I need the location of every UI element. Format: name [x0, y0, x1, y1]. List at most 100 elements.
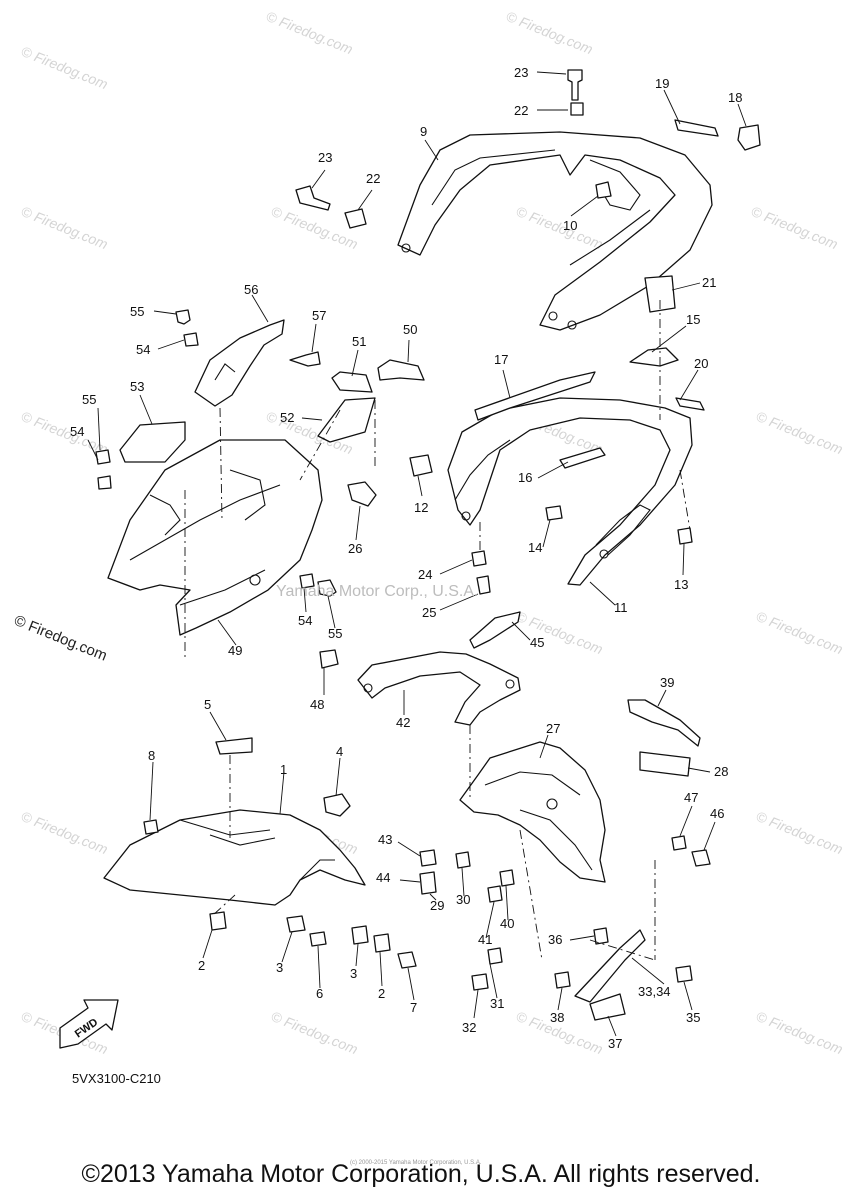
callout-49: 49	[228, 643, 242, 658]
callout-31: 31	[490, 996, 504, 1011]
callout-3: 3	[350, 966, 357, 981]
bolt	[567, 69, 583, 101]
callout-46: 46	[710, 806, 724, 821]
callout-9: 9	[420, 124, 427, 139]
grommet	[409, 454, 433, 477]
plate	[469, 611, 521, 649]
callout-50: 50	[403, 322, 417, 337]
end-cap	[737, 124, 761, 151]
seat-cowl-assembly	[409, 347, 705, 595]
diagram-code: 5VX3100-C210	[72, 1071, 161, 1086]
callout-30: 30	[456, 892, 470, 907]
nut	[593, 927, 609, 945]
callout-17: 17	[494, 352, 508, 367]
callout-42: 42	[396, 715, 410, 730]
callout-19: 19	[655, 76, 669, 91]
inner-fender	[107, 439, 323, 636]
callout-11: 11	[614, 600, 628, 615]
fwd-arrow-icon: FWD	[59, 999, 119, 1049]
callout-18: 18	[728, 90, 742, 105]
screw	[476, 575, 491, 595]
clip	[347, 481, 377, 507]
callout-45: 45	[530, 635, 544, 650]
nut	[419, 849, 437, 867]
watermark: © Firedog.com	[264, 8, 356, 57]
bolt	[289, 351, 321, 367]
bolt	[295, 185, 331, 211]
callout-51: 51	[352, 334, 366, 349]
seat-cowl	[447, 397, 693, 586]
callout-8: 8	[148, 748, 155, 763]
callout-55: 55	[130, 304, 144, 319]
callout-53: 53	[130, 379, 144, 394]
callout-33-34: 33,34	[638, 984, 671, 999]
callout-22: 22	[366, 171, 380, 186]
callout-1: 1	[280, 762, 287, 777]
watermark: © Firedog.com	[754, 1008, 842, 1057]
washer	[499, 869, 515, 887]
washer	[471, 550, 487, 567]
screw	[471, 973, 489, 991]
cover-sheet	[317, 397, 376, 443]
watermark: © Firedog.com	[19, 408, 111, 457]
callout-38: 38	[550, 1010, 564, 1025]
callout-24: 24	[418, 567, 432, 582]
washer	[97, 475, 112, 490]
assembly-lines	[184, 300, 691, 961]
collar	[286, 915, 306, 933]
callout-25: 25	[422, 605, 436, 620]
callout-57: 57	[312, 308, 326, 323]
callout-2: 2	[198, 958, 205, 973]
collar	[570, 102, 584, 116]
screw	[95, 449, 111, 465]
callout-52: 52	[280, 410, 294, 425]
callout-12: 12	[414, 500, 428, 515]
collar	[351, 925, 369, 945]
watermark: © Firedog.com	[754, 608, 842, 657]
grab-bar	[397, 131, 713, 331]
reflector	[639, 751, 691, 777]
bolt	[691, 849, 711, 867]
watermark: © Firedog.com	[269, 1008, 361, 1057]
damper	[674, 119, 719, 137]
label	[215, 737, 253, 755]
seal	[474, 371, 596, 421]
bolt	[319, 649, 339, 669]
callout-23: 23	[318, 150, 332, 165]
screw	[545, 505, 563, 521]
callout-41: 41	[478, 932, 492, 947]
damper	[644, 275, 676, 313]
callout-54: 54	[70, 424, 84, 439]
screw	[677, 527, 693, 545]
grab-bar-assembly	[295, 69, 761, 331]
bracket	[194, 319, 285, 407]
callout-5: 5	[204, 697, 211, 712]
callout-7: 7	[410, 1000, 417, 1015]
callout-37: 37	[608, 1036, 622, 1051]
collar	[344, 208, 367, 229]
license-bracket-assembly	[419, 699, 711, 1021]
callout-16: 16	[518, 470, 532, 485]
plate-holder	[574, 929, 646, 1003]
callout-13: 13	[674, 577, 688, 592]
nut	[595, 181, 612, 199]
watermark: © Firedog.com	[269, 203, 361, 252]
tail-bracket-assembly	[319, 611, 521, 726]
bolt	[419, 871, 437, 895]
tail-bracket	[357, 651, 521, 726]
callout-55: 55	[328, 626, 342, 641]
bolt	[397, 951, 417, 969]
callout-54: 54	[136, 342, 150, 357]
center-watermark: Yamaha Motor Corp., U.S.A.	[276, 583, 479, 600]
watermark: © Firedog.com	[514, 608, 606, 657]
callout-36: 36	[548, 932, 562, 947]
watermark: © Firedog.com	[514, 203, 606, 252]
watermark: © Firedog.com	[754, 808, 842, 857]
callout-labels: 23 22 19 18 9 23 22 10 21 56 55 57 54 51…	[70, 65, 742, 1051]
callout-43: 43	[378, 832, 392, 847]
callout-21: 21	[702, 275, 716, 290]
screw	[317, 579, 337, 597]
watermark: © Firedog.com	[504, 8, 596, 57]
watermark: © Firedog.com	[754, 408, 842, 457]
